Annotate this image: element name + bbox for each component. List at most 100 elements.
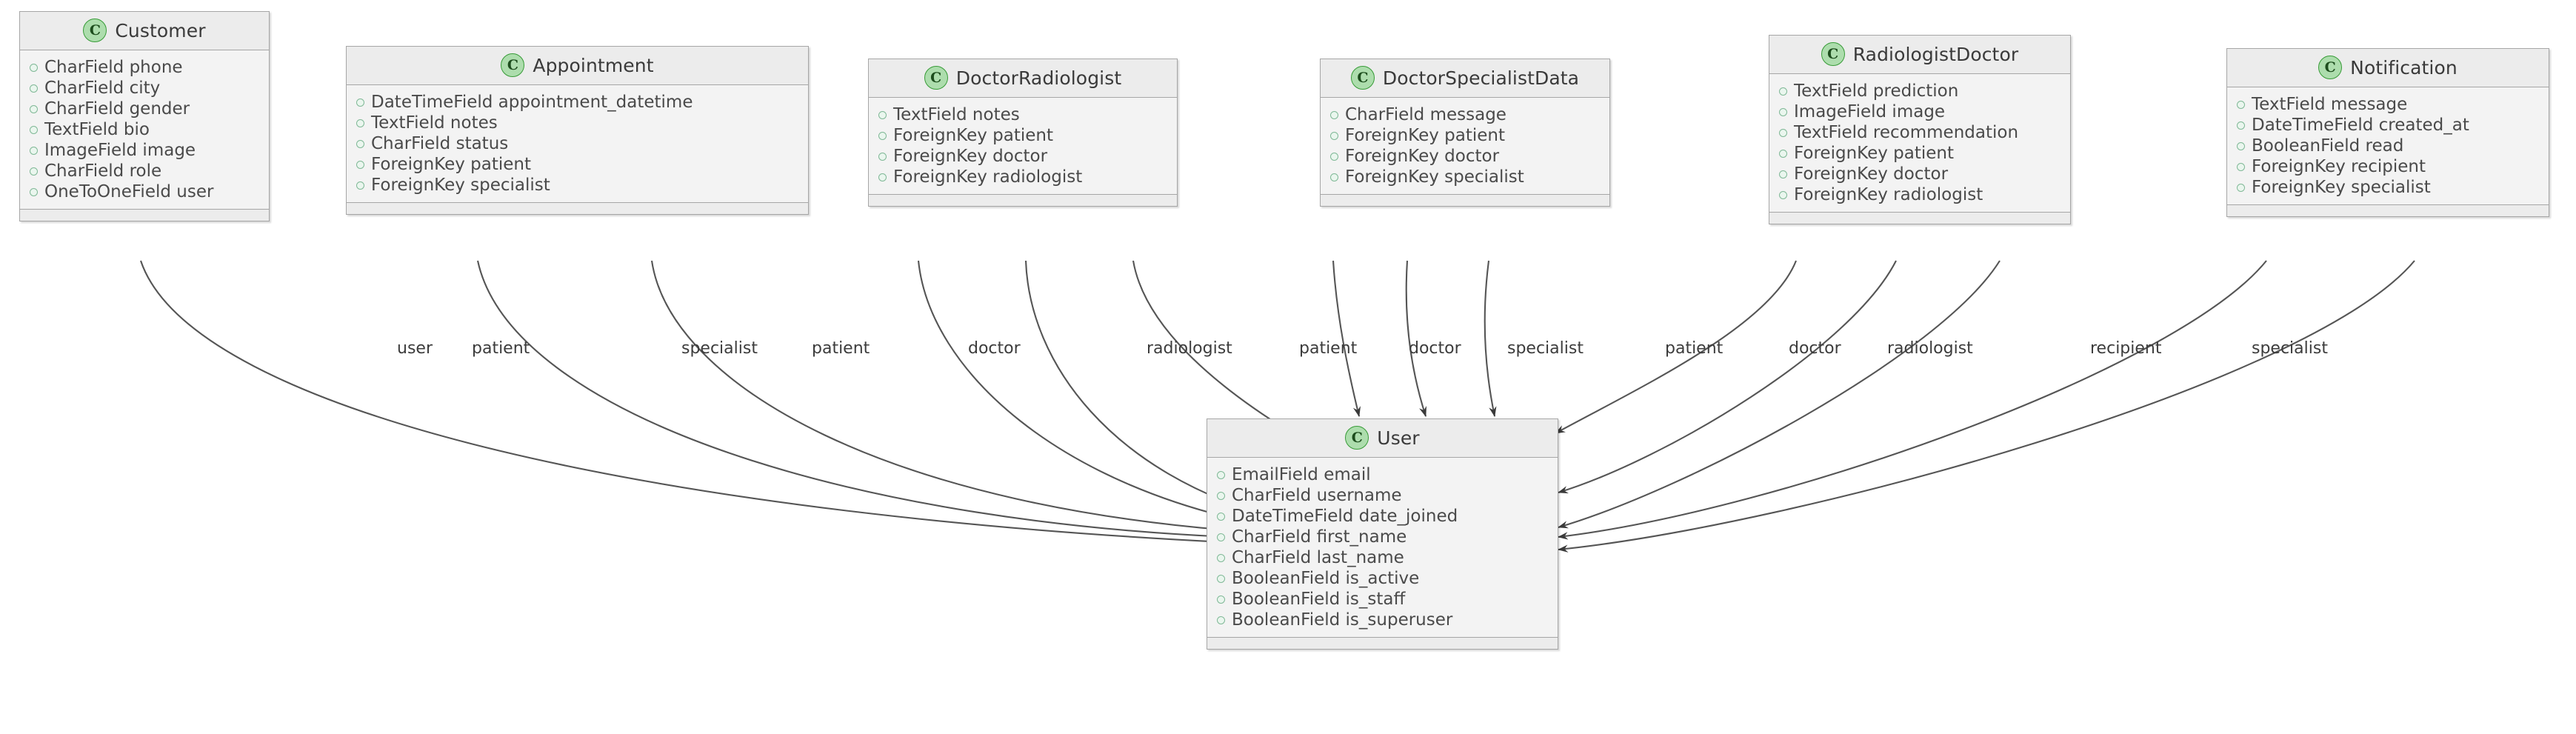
class-header-doctorradiologist: C DoctorRadiologist xyxy=(869,59,1177,98)
class-title: DoctorRadiologist xyxy=(955,67,1122,89)
attribute-row: CharField gender xyxy=(20,99,269,119)
attribute-row: DateTimeField date_joined xyxy=(1207,506,1558,527)
class-attributes-user: EmailField email CharField username Date… xyxy=(1207,458,1558,637)
attribute-row: ForeignKey patient xyxy=(1321,125,1609,146)
class-box-appointment[interactable]: C Appointment DateTimeField appointment_… xyxy=(346,46,809,215)
attribute-bullet-icon xyxy=(356,181,364,190)
class-footer xyxy=(1207,637,1558,649)
class-attributes-doctorradiologist: TextField notes ForeignKey patient Forei… xyxy=(869,98,1177,194)
class-icon: C xyxy=(83,19,107,42)
class-icon: C xyxy=(1350,66,1375,90)
class-title: DoctorSpecialistData xyxy=(1382,67,1580,89)
attribute-bullet-icon xyxy=(1779,107,1787,116)
class-title: Appointment xyxy=(533,54,654,76)
attribute-label: ForeignKey doctor xyxy=(1794,164,1949,184)
class-box-notification[interactable]: C Notification TextField message DateTim… xyxy=(2226,48,2549,217)
class-header-doctorspecialistdata: C DoctorSpecialistData xyxy=(1321,59,1609,98)
attribute-label: CharField role xyxy=(44,161,162,181)
class-icon: C xyxy=(1345,426,1369,450)
attribute-bullet-icon xyxy=(1217,512,1225,521)
attribute-label: ForeignKey doctor xyxy=(1345,146,1500,166)
attribute-row: CharField status xyxy=(347,133,808,154)
edge-label-radiologist-1: radiologist xyxy=(1147,339,1232,358)
attribute-bullet-icon xyxy=(1217,533,1225,541)
attribute-bullet-icon xyxy=(356,119,364,127)
class-box-doctorradiologist[interactable]: C DoctorRadiologist TextField notes Fore… xyxy=(868,59,1178,207)
class-box-customer[interactable]: C Customer CharField phone CharField cit… xyxy=(19,11,270,221)
attribute-row: ImageField image xyxy=(20,140,269,161)
class-footer xyxy=(1769,212,2070,224)
class-box-doctorspecialistdata[interactable]: C DoctorSpecialistData CharField message… xyxy=(1320,59,1610,207)
attribute-label: EmailField email xyxy=(1232,464,1371,484)
edge-label-user: user xyxy=(397,339,433,358)
class-box-radiologistdoctor[interactable]: C RadiologistDoctor TextField prediction… xyxy=(1769,35,2071,224)
class-attributes-appointment: DateTimeField appointment_datetime TextF… xyxy=(347,85,808,202)
attribute-label: TextField notes xyxy=(371,113,498,133)
attribute-bullet-icon xyxy=(30,167,38,176)
attribute-row: TextField bio xyxy=(20,119,269,140)
edge-label-specialist-2: specialist xyxy=(1507,339,1584,358)
edge-label-doctor-1: doctor xyxy=(968,339,1021,358)
attribute-row: ForeignKey patient xyxy=(869,125,1177,146)
attribute-bullet-icon xyxy=(878,173,887,181)
attribute-row: BooleanField is_staff xyxy=(1207,589,1558,610)
attribute-bullet-icon xyxy=(30,104,38,113)
attribute-row: ForeignKey recipient xyxy=(2227,156,2549,177)
attribute-bullet-icon xyxy=(2237,162,2245,171)
edge-label-recipient: recipient xyxy=(2090,339,2162,358)
attribute-bullet-icon xyxy=(30,125,38,134)
attribute-bullet-icon xyxy=(1217,470,1225,479)
attribute-label: TextField notes xyxy=(893,104,1020,124)
attribute-bullet-icon xyxy=(1217,553,1225,562)
attribute-label: ForeignKey patient xyxy=(371,154,532,174)
attribute-row: TextField notes xyxy=(347,113,808,133)
attribute-label: ForeignKey doctor xyxy=(893,146,1048,166)
class-footer xyxy=(20,209,269,221)
attribute-label: DateTimeField created_at xyxy=(2252,115,2469,135)
attribute-label: ForeignKey patient xyxy=(1345,125,1506,145)
attribute-label: ForeignKey patient xyxy=(1794,143,1955,163)
attribute-label: BooleanField is_staff xyxy=(1232,589,1406,609)
attribute-label: CharField city xyxy=(44,78,161,98)
attribute-bullet-icon xyxy=(356,98,364,107)
class-attributes-customer: CharField phone CharField city CharField… xyxy=(20,50,269,209)
attribute-label: ImageField image xyxy=(1794,101,1946,121)
attribute-label: CharField last_name xyxy=(1232,547,1404,567)
attribute-bullet-icon xyxy=(1330,173,1338,181)
attribute-bullet-icon xyxy=(1779,190,1787,199)
class-icon: C xyxy=(1821,42,1845,66)
attribute-row: TextField notes xyxy=(869,104,1177,125)
class-footer xyxy=(1321,194,1609,206)
attribute-bullet-icon xyxy=(1779,87,1787,96)
attribute-row: ForeignKey doctor xyxy=(1769,164,2070,184)
attribute-label: TextField recommendation xyxy=(1794,122,2019,142)
edge-label-doctor-3: doctor xyxy=(1789,339,1841,358)
class-title: Notification xyxy=(2350,56,2457,79)
class-attributes-notification: TextField message DateTimeField created_… xyxy=(2227,87,2549,204)
attribute-row: EmailField email xyxy=(1207,464,1558,485)
attribute-label: ForeignKey recipient xyxy=(2252,156,2426,176)
attribute-bullet-icon xyxy=(878,110,887,119)
attribute-row: ForeignKey doctor xyxy=(1321,146,1609,167)
attribute-row: DateTimeField created_at xyxy=(2227,115,2549,136)
attribute-row: BooleanField read xyxy=(2227,136,2549,156)
attribute-row: ForeignKey specialist xyxy=(2227,177,2549,198)
attribute-bullet-icon xyxy=(2237,183,2245,192)
attribute-row: BooleanField is_active xyxy=(1207,568,1558,589)
class-footer xyxy=(2227,204,2549,216)
attribute-bullet-icon xyxy=(30,63,38,72)
attribute-label: OneToOneField user xyxy=(44,181,214,201)
attribute-bullet-icon xyxy=(1217,595,1225,604)
class-box-user[interactable]: C User EmailField email CharField userna… xyxy=(1207,418,1558,650)
attribute-bullet-icon xyxy=(1779,149,1787,158)
edge-label-radiologist-2: radiologist xyxy=(1887,339,1973,358)
attribute-row: ForeignKey specialist xyxy=(1321,167,1609,187)
class-attributes-doctorspecialistdata: CharField message ForeignKey patient For… xyxy=(1321,98,1609,194)
edge-label-patient-3: patient xyxy=(1299,339,1358,358)
class-header-appointment: C Appointment xyxy=(347,47,808,85)
attribute-bullet-icon xyxy=(1330,131,1338,140)
attribute-row: ForeignKey patient xyxy=(1769,143,2070,164)
attribute-row: TextField message xyxy=(2227,94,2549,115)
attribute-row: CharField username xyxy=(1207,485,1558,506)
attribute-row: ForeignKey radiologist xyxy=(869,167,1177,187)
